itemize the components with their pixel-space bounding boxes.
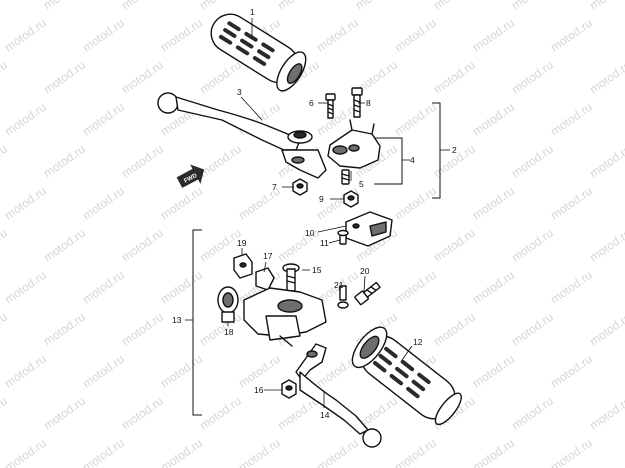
clutch-switch[interactable] (345, 211, 393, 247)
screw-11[interactable] (337, 229, 349, 245)
callout-14: 14 (320, 410, 330, 420)
screw-5[interactable] (341, 169, 350, 185)
callout-5: 5 (359, 179, 364, 189)
callout-15: 15 (312, 265, 322, 275)
pivot-bolt-15[interactable] (282, 263, 300, 292)
callout-13: 13 (172, 315, 182, 325)
bolt-6[interactable] (325, 93, 336, 119)
handle-grip-right[interactable] (346, 322, 469, 432)
nut-16[interactable] (281, 379, 297, 399)
callout-9: 9 (319, 194, 324, 204)
group-bracket-2 (432, 102, 441, 199)
forward-direction-arrow: FWD (176, 164, 205, 188)
clip-17[interactable] (255, 267, 275, 291)
callout-21: 21 (334, 280, 344, 290)
group-bracket-4 (374, 137, 403, 185)
callout-16: 16 (254, 385, 264, 395)
callout-11: 11 (320, 238, 329, 248)
callout-6: 6 (309, 98, 314, 108)
adjuster-dial-18[interactable] (217, 286, 239, 323)
callout-2: 2 (452, 145, 457, 155)
callout-10: 10 (305, 228, 315, 238)
callout-numbers: 1 2 3 4 5 6 7 8 9 10 11 12 13 14 15 16 1… (172, 7, 457, 420)
callout-18: 18 (224, 327, 234, 337)
screw-19[interactable] (233, 253, 253, 279)
lever-holder[interactable] (327, 119, 381, 169)
bolt-20[interactable] (354, 281, 382, 306)
nut-7[interactable] (292, 178, 308, 196)
callout-19: 19 (237, 238, 247, 248)
bolt-8[interactable] (351, 87, 363, 118)
callout-1: 1 (250, 7, 255, 17)
nut-9[interactable] (343, 190, 359, 208)
bolt-21[interactable] (337, 285, 349, 309)
callout-7: 7 (272, 182, 277, 192)
callout-20: 20 (360, 266, 370, 276)
clutch-lever[interactable] (157, 92, 327, 179)
callout-3: 3 (237, 87, 242, 97)
callout-17: 17 (263, 251, 273, 261)
brake-holder-assembly[interactable] (243, 287, 327, 347)
brake-lever[interactable] (295, 343, 382, 448)
callout-12: 12 (413, 337, 423, 347)
group-bracket-13 (192, 229, 202, 416)
callout-4: 4 (410, 155, 415, 165)
callout-8: 8 (366, 98, 371, 108)
leader-lines (227, 18, 413, 408)
handle-grip-left[interactable] (202, 5, 311, 96)
